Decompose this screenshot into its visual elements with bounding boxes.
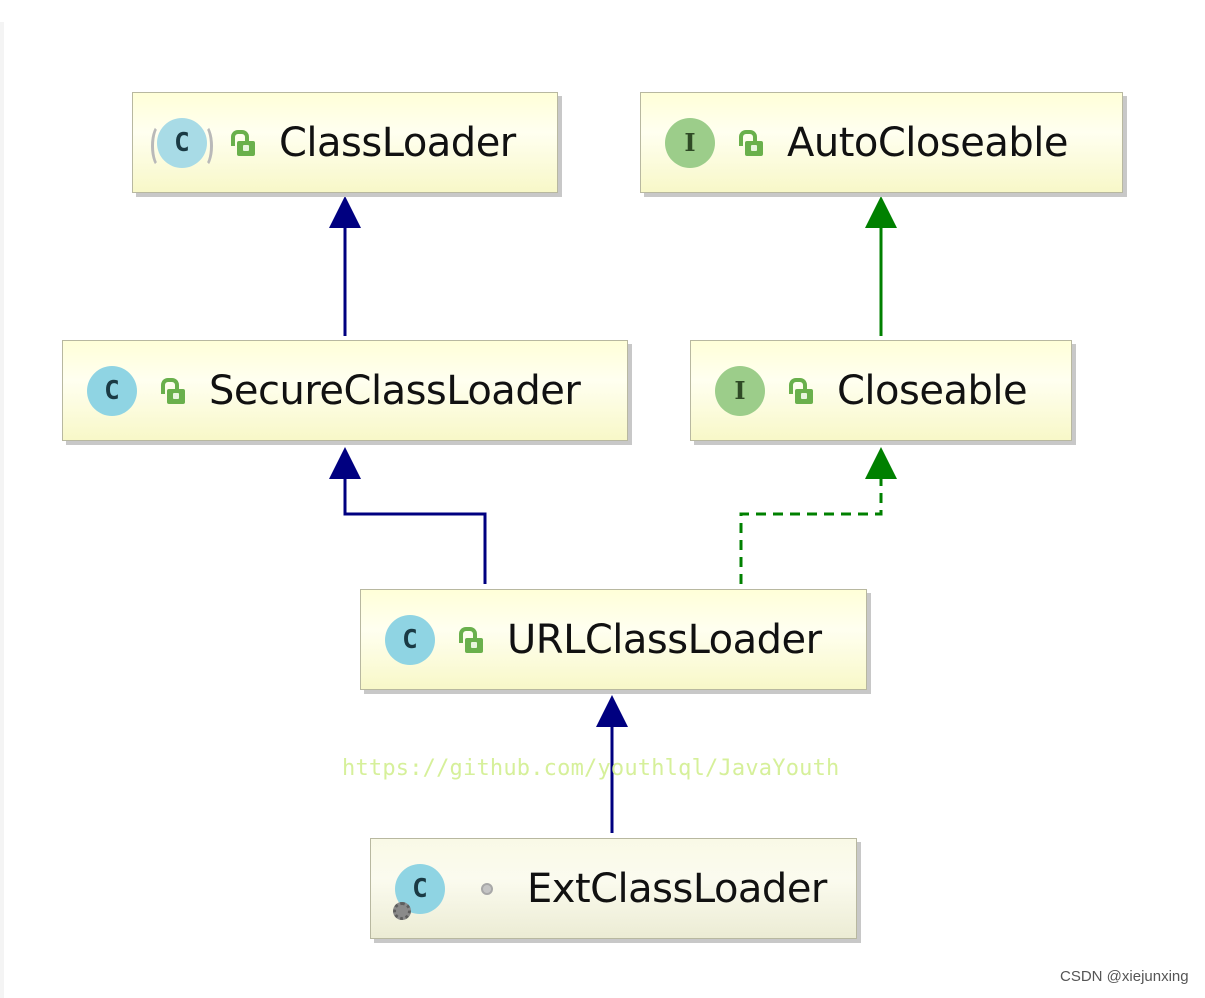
- public-lock-icon: [457, 625, 483, 655]
- node-secureclassloader[interactable]: C SecureClassLoader: [62, 340, 628, 441]
- node-label: AutoCloseable: [787, 119, 1068, 166]
- arrowhead-closeable: [865, 447, 897, 479]
- node-label: Closeable: [837, 367, 1028, 414]
- frame-edge: [0, 22, 4, 998]
- node-label: ClassLoader: [279, 119, 516, 166]
- package-private-icon: [481, 882, 493, 895]
- class-icon: C: [385, 614, 435, 665]
- class-icon: C: [87, 365, 137, 416]
- watermark-url: https://github.com/youthlql/JavaYouth: [342, 756, 840, 781]
- public-lock-icon: [159, 376, 185, 406]
- node-label: SecureClassLoader: [209, 367, 581, 414]
- public-lock-icon: [229, 128, 255, 158]
- arrowhead-urlclassloader: [596, 695, 628, 727]
- node-urlclassloader[interactable]: C URLClassLoader: [360, 589, 867, 690]
- node-closeable[interactable]: I Closeable: [690, 340, 1072, 441]
- abstract-class-icon: C: [151, 117, 213, 168]
- public-lock-icon: [737, 128, 763, 158]
- arrowhead-secureclassloader: [329, 447, 361, 479]
- node-autocloseable[interactable]: I AutoCloseable: [640, 92, 1123, 193]
- credit-text: CSDN @xiejunxing: [1060, 968, 1189, 985]
- static-nested-class-icon: C: [393, 863, 445, 920]
- edge-urlclassloader-to-closeable: [739, 478, 883, 584]
- arrowhead-autocloseable: [865, 196, 897, 228]
- node-extclassloader[interactable]: C ExtClassLoader: [370, 838, 857, 939]
- interface-icon: I: [715, 365, 765, 416]
- node-classloader[interactable]: C ClassLoader: [132, 92, 558, 193]
- arrowhead-classloader: [329, 196, 361, 228]
- interface-icon: I: [665, 117, 715, 168]
- node-label: ExtClassLoader: [527, 865, 827, 912]
- gear-icon: [393, 901, 411, 920]
- node-label: URLClassLoader: [507, 616, 822, 663]
- public-lock-icon: [787, 376, 813, 406]
- edge-urlclassloader-to-secureclassloader: [343, 478, 487, 584]
